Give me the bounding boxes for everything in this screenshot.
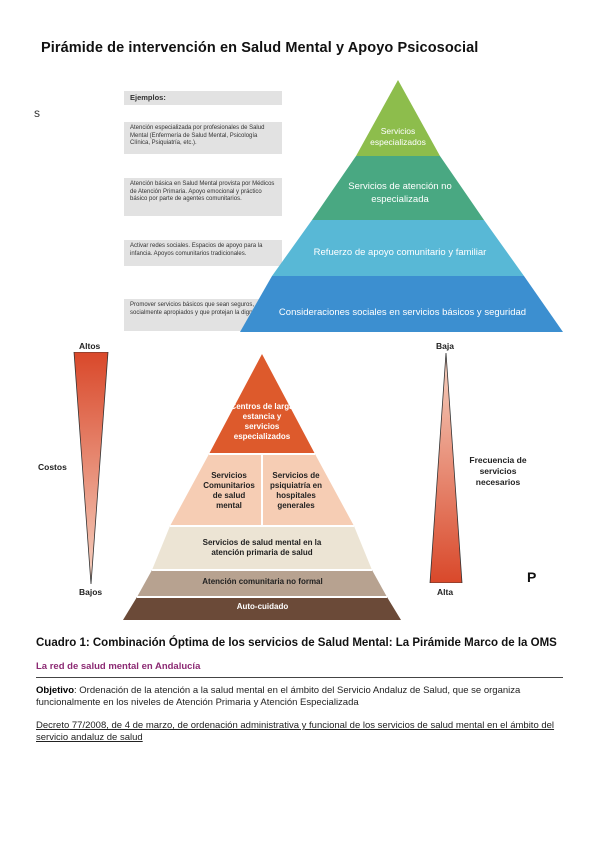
stray-character-p: P [527,569,537,585]
decree-link[interactable]: Decreto 77/2008, de 4 de marzo, de orden… [36,720,555,743]
section-title: La red de salud mental en Andalucía [36,661,201,672]
costs-wedge [73,352,109,584]
frequency-label: Frecuencia de servicios necesarios [469,455,527,487]
objective-label: Objetivo [36,685,75,696]
level-community-support [272,220,524,276]
label-long-stay: Centros de larga estancia y servicios es… [230,402,294,441]
level-label-1-wrap: Servicios especializados [356,126,440,148]
stray-character: s [34,106,40,120]
label-self-care: Auto-cuidado [236,602,289,611]
level-label-4-wrap: Consideraciones sociales en servicios bá… [245,307,560,318]
level-label-3-wrap: Refuerzo de apoyo comunitario y familiar [275,247,525,258]
costs-top-label: Altos [79,341,101,351]
level-non-specialized [312,156,484,220]
costs-label: Costos [38,462,67,472]
example-box-1: Atención especializada por profesionales… [124,122,282,154]
level-label-2-wrap: Servicios de atención no especializada [330,180,470,206]
label-informal-community: Atención comunitaria no formal [202,577,323,586]
level-label-basic: Consideraciones sociales en servicios bá… [278,307,527,318]
level-long-stay [209,354,315,454]
level-primary-care [152,526,372,570]
costs-bottom-label: Bajos [79,587,103,597]
level-label-community: Refuerzo de apoyo comunitario y familiar [313,247,487,258]
divider [36,677,563,678]
objective-text: : Ordenación de la atención a la salud m… [36,685,521,708]
figure1-title: Pirámide de intervención en Salud Mental… [41,40,479,56]
level-informal-community [137,570,387,597]
level-basic-services [240,276,563,332]
label-community-services: Servicios Comunitarios de salud mental [203,471,255,510]
label-primary-care: Servicios de salud mental en la atención… [202,538,322,557]
freq-bottom-label: Alta [437,587,454,597]
example-box-2: Atención básica en Salud Mental provista… [124,178,282,216]
who-pyramid [123,354,401,620]
level-label-non-specialized: Servicios de atención no especializada [348,181,452,205]
intervention-pyramid [240,80,563,332]
level-self-care [123,597,401,620]
level-label-specialized: Servicios especializados [370,126,426,147]
figure2-caption: Cuadro 1: Combinación Óptima de los serv… [36,637,557,649]
objective-paragraph: Objetivo: Ordenación de la atención a la… [36,685,563,709]
examples-header: Ejemplos: [124,91,282,105]
label-hospital-psychiatry: Servicios de psiquiatría en hospitales g… [269,471,322,510]
frequency-wedge [429,353,463,583]
level-specialized [356,80,440,156]
freq-top-label: Baja [436,341,454,351]
example-box-3: Activar redes sociales. Espacios de apoy… [124,240,282,266]
